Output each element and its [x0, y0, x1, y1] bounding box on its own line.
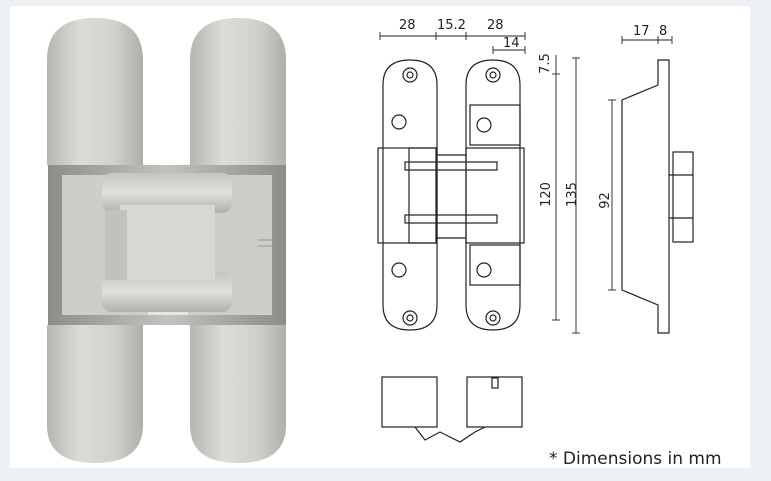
left-leaf: [47, 18, 143, 165]
dim-plate-thickness: 8: [659, 24, 668, 39]
lower-link: [404, 214, 498, 224]
dimension-lines: [379, 32, 673, 334]
upper-arm: [102, 173, 232, 213]
right-leaf: [190, 18, 286, 165]
dim-overall-length: 135: [564, 182, 580, 207]
upper-link: [404, 161, 498, 171]
dim-knuckle-gap: 15.2: [437, 18, 466, 33]
front-view-right-leaf: [465, 59, 525, 331]
bottom-view: [381, 376, 523, 443]
dim-body-depth: 92: [597, 192, 613, 209]
side-view: [621, 59, 694, 334]
dim-leaf-width-left: 28: [399, 18, 416, 33]
units-note: * Dimensions in mm: [549, 449, 722, 469]
dim-side-depth: 17: [633, 24, 650, 39]
dim-top-offset: 7.5: [537, 53, 553, 74]
front-view-left-leaf: [377, 59, 438, 331]
dim-leaf-width-right: 28: [487, 18, 504, 33]
lower-arm: [102, 272, 232, 312]
dim-half-right: 14: [503, 36, 520, 51]
dim-hole-spacing: 120: [538, 182, 554, 207]
